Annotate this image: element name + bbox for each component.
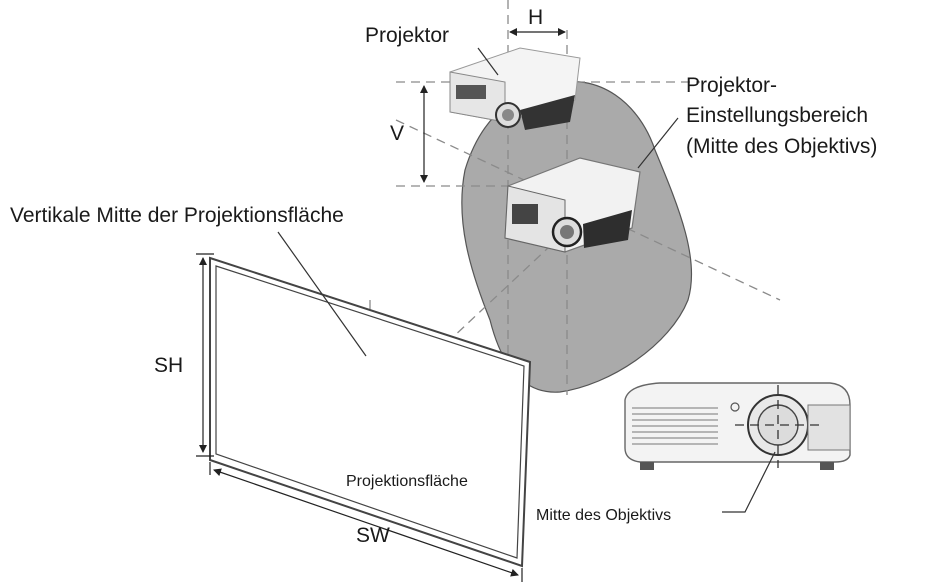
- vertical-center-label: Vertikale Mitte der Projektionsfläche: [10, 204, 344, 227]
- sh-label: SH: [154, 354, 183, 377]
- range-label-line2: Einstellungsbereich: [686, 104, 868, 127]
- range-label-line1: Projektor-: [686, 74, 777, 97]
- dimension-sw: [209, 462, 523, 582]
- dimension-sh: [196, 253, 214, 457]
- h-label: H: [528, 6, 543, 29]
- screen-label: Projektionsfläche: [346, 473, 468, 490]
- projector-upper-image: [449, 47, 581, 130]
- v-label: V: [390, 122, 404, 145]
- projector-front-image: [624, 382, 851, 470]
- sw-label: SW: [356, 524, 390, 547]
- projector-label: Projektor: [365, 24, 449, 47]
- leader-lines: [277, 47, 776, 513]
- projector-main-image: [504, 157, 641, 253]
- lens-center-label: Mitte des Objektivs: [536, 507, 671, 524]
- range-label-line3: (Mitte des Objektivs): [686, 135, 877, 158]
